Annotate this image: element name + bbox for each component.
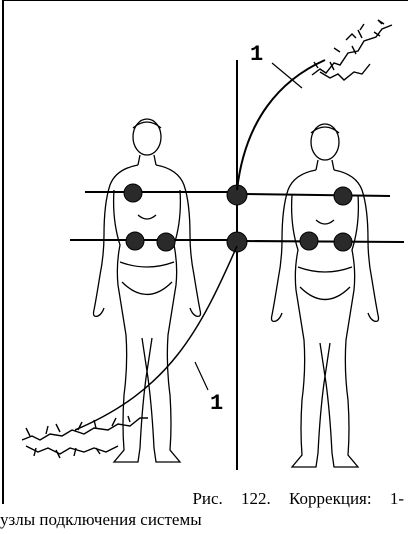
node-left-chest [124, 184, 142, 202]
node-right-waist-1 [300, 232, 318, 250]
lower-organism-sketch [22, 416, 148, 458]
callout-label-bottom: 1 [210, 393, 223, 415]
node-left-waist-1 [126, 232, 144, 250]
node-left-waist-2 [157, 233, 175, 251]
callout-leader-bottom [195, 362, 208, 390]
node-right-chest [334, 187, 352, 205]
chest-line-right [244, 194, 390, 196]
node-center-waist [227, 232, 247, 252]
upper-organism-sketch [312, 20, 392, 80]
right-human-figure [272, 124, 379, 467]
caption-line-1: Рис. 122. Коррекция: 1- [0, 488, 406, 509]
figure-caption: Рис. 122. Коррекция: 1- узлы подключения… [0, 488, 406, 530]
waist-line-right [244, 241, 404, 242]
correction-figure [0, 0, 408, 480]
node-right-waist-2 [334, 233, 352, 251]
caption-line-2: узлы подключения системы [0, 509, 406, 530]
callout-label-top: 1 [250, 44, 263, 66]
left-human-figure [94, 119, 201, 462]
